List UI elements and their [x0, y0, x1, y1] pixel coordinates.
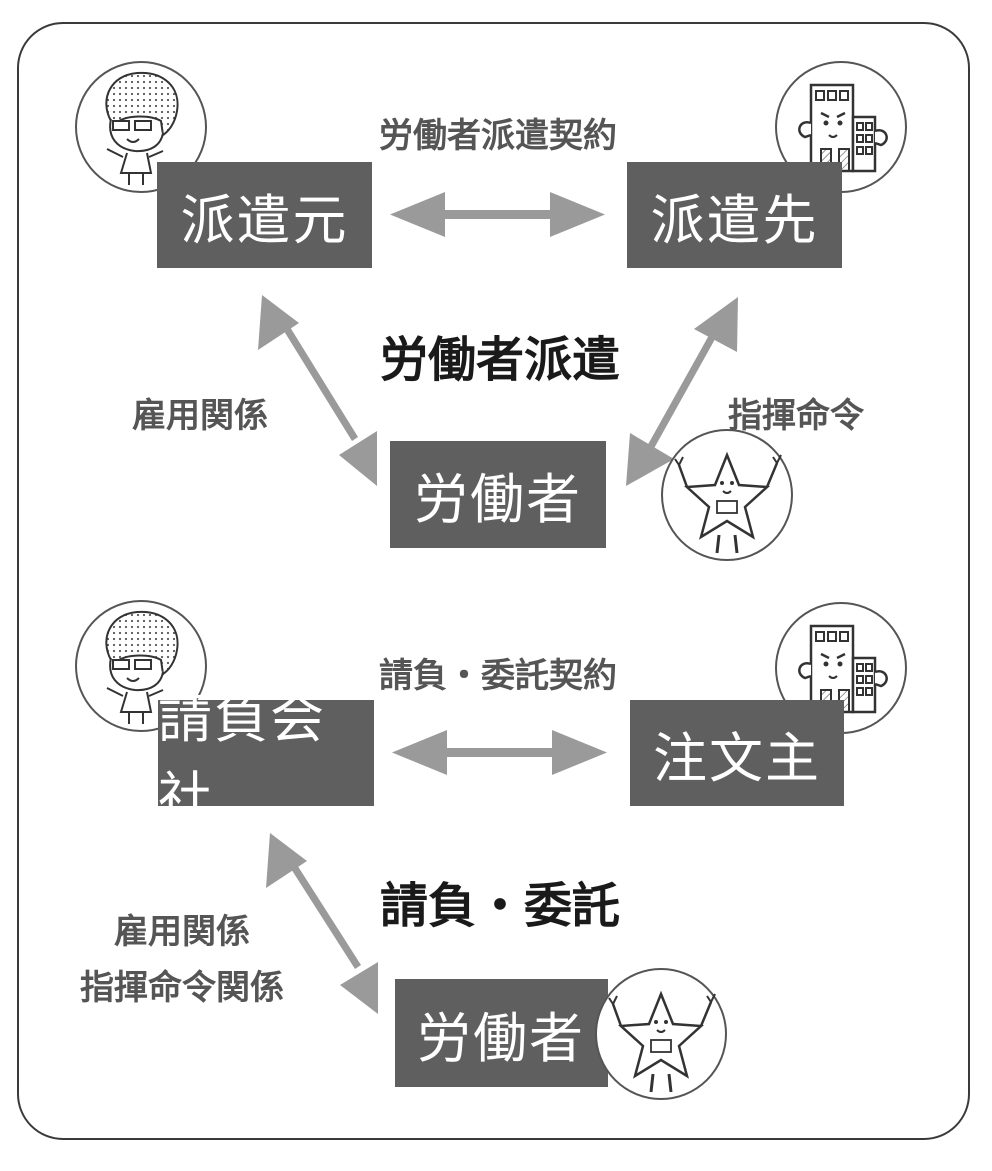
dispatch-contract-label: 労働者派遣契約	[379, 116, 617, 156]
outsourcing-worker-box: 労働者	[395, 979, 608, 1087]
contractor-company-box: 請負会社	[158, 687, 374, 829]
dispatch-title: 労働者派遣	[379, 332, 620, 388]
command-relation-label: 指揮命令	[728, 396, 864, 436]
employment-arrow-dispatch	[258, 295, 377, 486]
rounded-frame	[17, 22, 970, 1140]
client-box: 注文主	[630, 700, 844, 806]
dispatch-destination-box: 派遣先	[627, 162, 842, 268]
dispatch-origin-box: 派遣元	[157, 162, 372, 268]
employment-relation-label-2: 雇用関係	[114, 912, 250, 952]
outsourcing-title: 請負・委託	[379, 878, 620, 934]
contract-arrow-dispatch	[390, 192, 605, 237]
star-character-icon	[660, 428, 794, 562]
command-relation-label-2: 指揮命令関係	[80, 968, 284, 1008]
outsourcing-contract-label: 請負・委託契約	[379, 656, 617, 696]
employment-command-arrow-outsourcing	[266, 833, 378, 1014]
dispatch-worker-box: 労働者	[390, 441, 606, 548]
employment-relation-label: 雇用関係	[132, 396, 268, 436]
command-arrow-dispatch	[626, 297, 738, 486]
contract-arrow-outsourcing	[392, 730, 607, 775]
